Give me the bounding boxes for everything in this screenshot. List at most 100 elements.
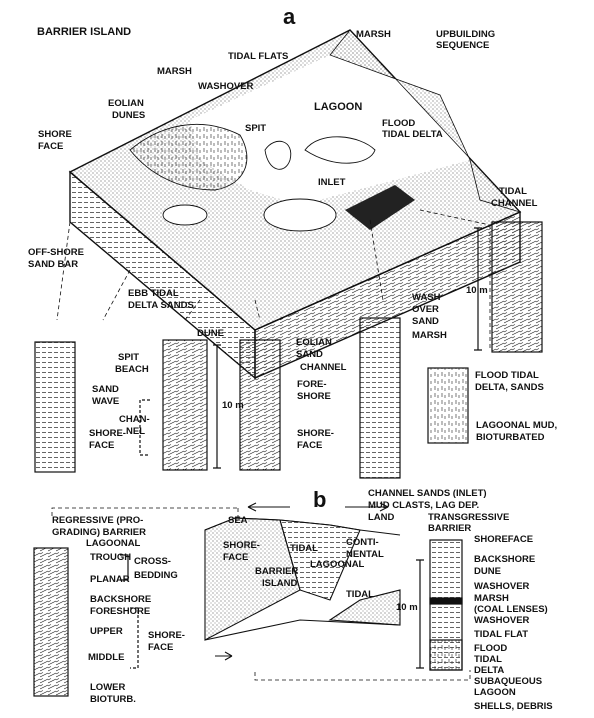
- label-ebb-1: EBB TIDAL: [128, 288, 179, 299]
- marsh-strip: [329, 29, 522, 213]
- label-col-sand-1: SAND: [92, 384, 119, 395]
- label-flood-2: TIDAL DELTA: [382, 129, 443, 140]
- label-planar: PLANAR: [90, 574, 130, 585]
- label-sea: SEA: [228, 515, 248, 526]
- spit: [264, 140, 292, 170]
- label-col-marsh: MARSH: [412, 330, 447, 341]
- label-col-eolian-2: SAND: [296, 349, 323, 360]
- label-regressive-2: GRADING) BARRIER: [52, 527, 146, 538]
- column-flood-delta: [427, 367, 469, 444]
- label-b-subaq-1: SUBAQUEOUS: [474, 676, 542, 687]
- label-cross-2: BEDDING: [134, 570, 178, 581]
- label-col-wash-1: WASH: [412, 292, 441, 303]
- label-regressive-1: REGRESSIVE (PRO-: [52, 515, 143, 526]
- cross-bedding-bracket: [120, 554, 129, 581]
- label-col-fore-1: FORE-: [297, 379, 327, 390]
- label-continental-1: CONTI-: [346, 537, 379, 548]
- label-b-washover-a: WASHOVER: [474, 581, 530, 592]
- bottom-bracket: [254, 670, 471, 681]
- panel-a-letter: a: [283, 4, 296, 29]
- label-b-shoreface: SHOREFACE: [474, 534, 533, 545]
- label-lagoonal: LAGOONAL: [86, 538, 141, 549]
- flood-tidal-delta: [304, 136, 376, 164]
- label-eolian-1: EOLIAN: [108, 98, 144, 109]
- label-offshore-1: OFF-SHORE: [28, 247, 84, 258]
- panel-a-title: BARRIER ISLAND: [37, 26, 131, 38]
- label-marsh-top: MARSH: [356, 29, 391, 40]
- label-col-flood-1: FLOOD TIDAL: [475, 370, 539, 381]
- label-col-channel-sands-2: MUD CLASTS, LAG DEP.: [368, 500, 479, 511]
- label-upper: UPPER: [90, 626, 123, 637]
- label-shore-face-1: SHORE-: [148, 630, 185, 641]
- label-col-wash-2: OVER: [412, 304, 439, 315]
- column-tidal-channel: [491, 221, 543, 353]
- label-col-wash-3: SAND: [412, 316, 439, 327]
- label-col-chan-1: CHAN-: [119, 414, 150, 425]
- label-tidal-b: TIDAL: [346, 589, 374, 600]
- label-barrier-2: ISLAND: [262, 578, 298, 589]
- section-base: [204, 619, 401, 641]
- column-spit-beach: [162, 339, 208, 471]
- label-tidal-channel-2: CHANNEL: [491, 198, 538, 209]
- label-washover: WASHOVER: [198, 81, 254, 92]
- label-col-channel-sands-1: CHANNEL SANDS (INLET): [368, 488, 487, 499]
- block-diagram: [56, 29, 522, 380]
- label-bioturb: BIOTURB.: [90, 694, 136, 705]
- label-land: LAND: [368, 512, 395, 523]
- scale-bar-right: [474, 227, 482, 351]
- label-col-channel: CHANNEL: [300, 362, 347, 373]
- label-col-lagoonal-1: LAGOONAL MUD,: [476, 420, 557, 431]
- label-inlet: INLET: [318, 177, 346, 188]
- label-col-fore-2: SHORE: [297, 391, 331, 402]
- label-b-tidal-flat: TIDAL FLAT: [474, 629, 528, 640]
- label-middle: MIDDLE: [88, 652, 124, 663]
- label-lagoon: LAGOON: [314, 101, 362, 113]
- label-col-sand-2: WAVE: [92, 396, 119, 407]
- label-col-chan-2: NEL: [126, 426, 145, 437]
- label-shoreface-2: FACE: [223, 552, 248, 563]
- cross-section-labels: SEA LAND SHORE- FACE TIDAL CONTI- NENTAL…: [223, 512, 395, 600]
- regressive-frame: [51, 507, 239, 518]
- tidal-channel-fill: [345, 185, 415, 230]
- base-arrow: [215, 651, 233, 661]
- regressive-labels: REGRESSIVE (PRO- GRADING) BARRIER LAGOON…: [52, 515, 185, 705]
- label-b-scale: 10 m: [396, 602, 418, 613]
- columns-a: [34, 221, 543, 479]
- label-tidal-flats: TIDAL FLATS: [228, 51, 288, 62]
- lagoonal-wedge: [279, 519, 361, 601]
- label-b-flood-2: TIDAL: [474, 654, 502, 665]
- label-b-backshore-2: DUNE: [474, 566, 501, 577]
- label-lower: LOWER: [90, 682, 125, 693]
- label-transgressive-2: BARRIER: [428, 523, 471, 534]
- label-col-shoreface-mid-1: SHORE-: [297, 428, 334, 439]
- transgressive-labels: TRANSGRESSIVE BARRIER SHOREFACE BACKSHOR…: [396, 512, 553, 712]
- column-sand-wave: [34, 341, 76, 473]
- cross-section: [204, 502, 471, 681]
- lagoon-area: [190, 55, 470, 205]
- label-b-flood-3: DELTA: [474, 665, 504, 676]
- label-ebb-2: DELTA SANDS: [128, 300, 194, 311]
- eolian-dunes: [129, 123, 248, 191]
- label-offshore-2: SAND BAR: [28, 259, 78, 270]
- panel-b-letter: b: [313, 487, 326, 512]
- label-b-marsh: MARSH: [474, 593, 509, 604]
- label-flood-1: FLOOD: [382, 118, 415, 129]
- label-col-dune: DUNE: [197, 328, 224, 339]
- scale-bar-b: [416, 559, 424, 669]
- label-trough: TROUGH: [90, 552, 131, 563]
- label-lagoonal-b: LAGOONAL: [310, 559, 365, 570]
- regressive-column: [33, 507, 239, 697]
- label-col-spit-2: BEACH: [115, 364, 149, 375]
- label-col-shoreface-mid-2: FACE: [297, 440, 322, 451]
- block-labels: MARSH TIDAL FLATS UPBUILDING SEQUENCE MA…: [28, 29, 538, 311]
- scale-bar-mid: [213, 344, 221, 469]
- label-continental-2: NENTAL: [346, 549, 384, 560]
- label-transgressive-1: TRANSGRESSIVE: [428, 512, 509, 523]
- sea-arrow: [247, 502, 290, 512]
- panel-b: b REGRESSIVE (PRO- GRADING) BARRIER LAGO…: [33, 487, 553, 712]
- column-washover: [359, 317, 401, 479]
- coal-lens: [429, 597, 463, 605]
- label-b-coal: (COAL LENSES): [474, 604, 548, 615]
- label-upbuilding-1: UPBUILDING: [436, 29, 495, 40]
- column-eolian: [239, 339, 281, 471]
